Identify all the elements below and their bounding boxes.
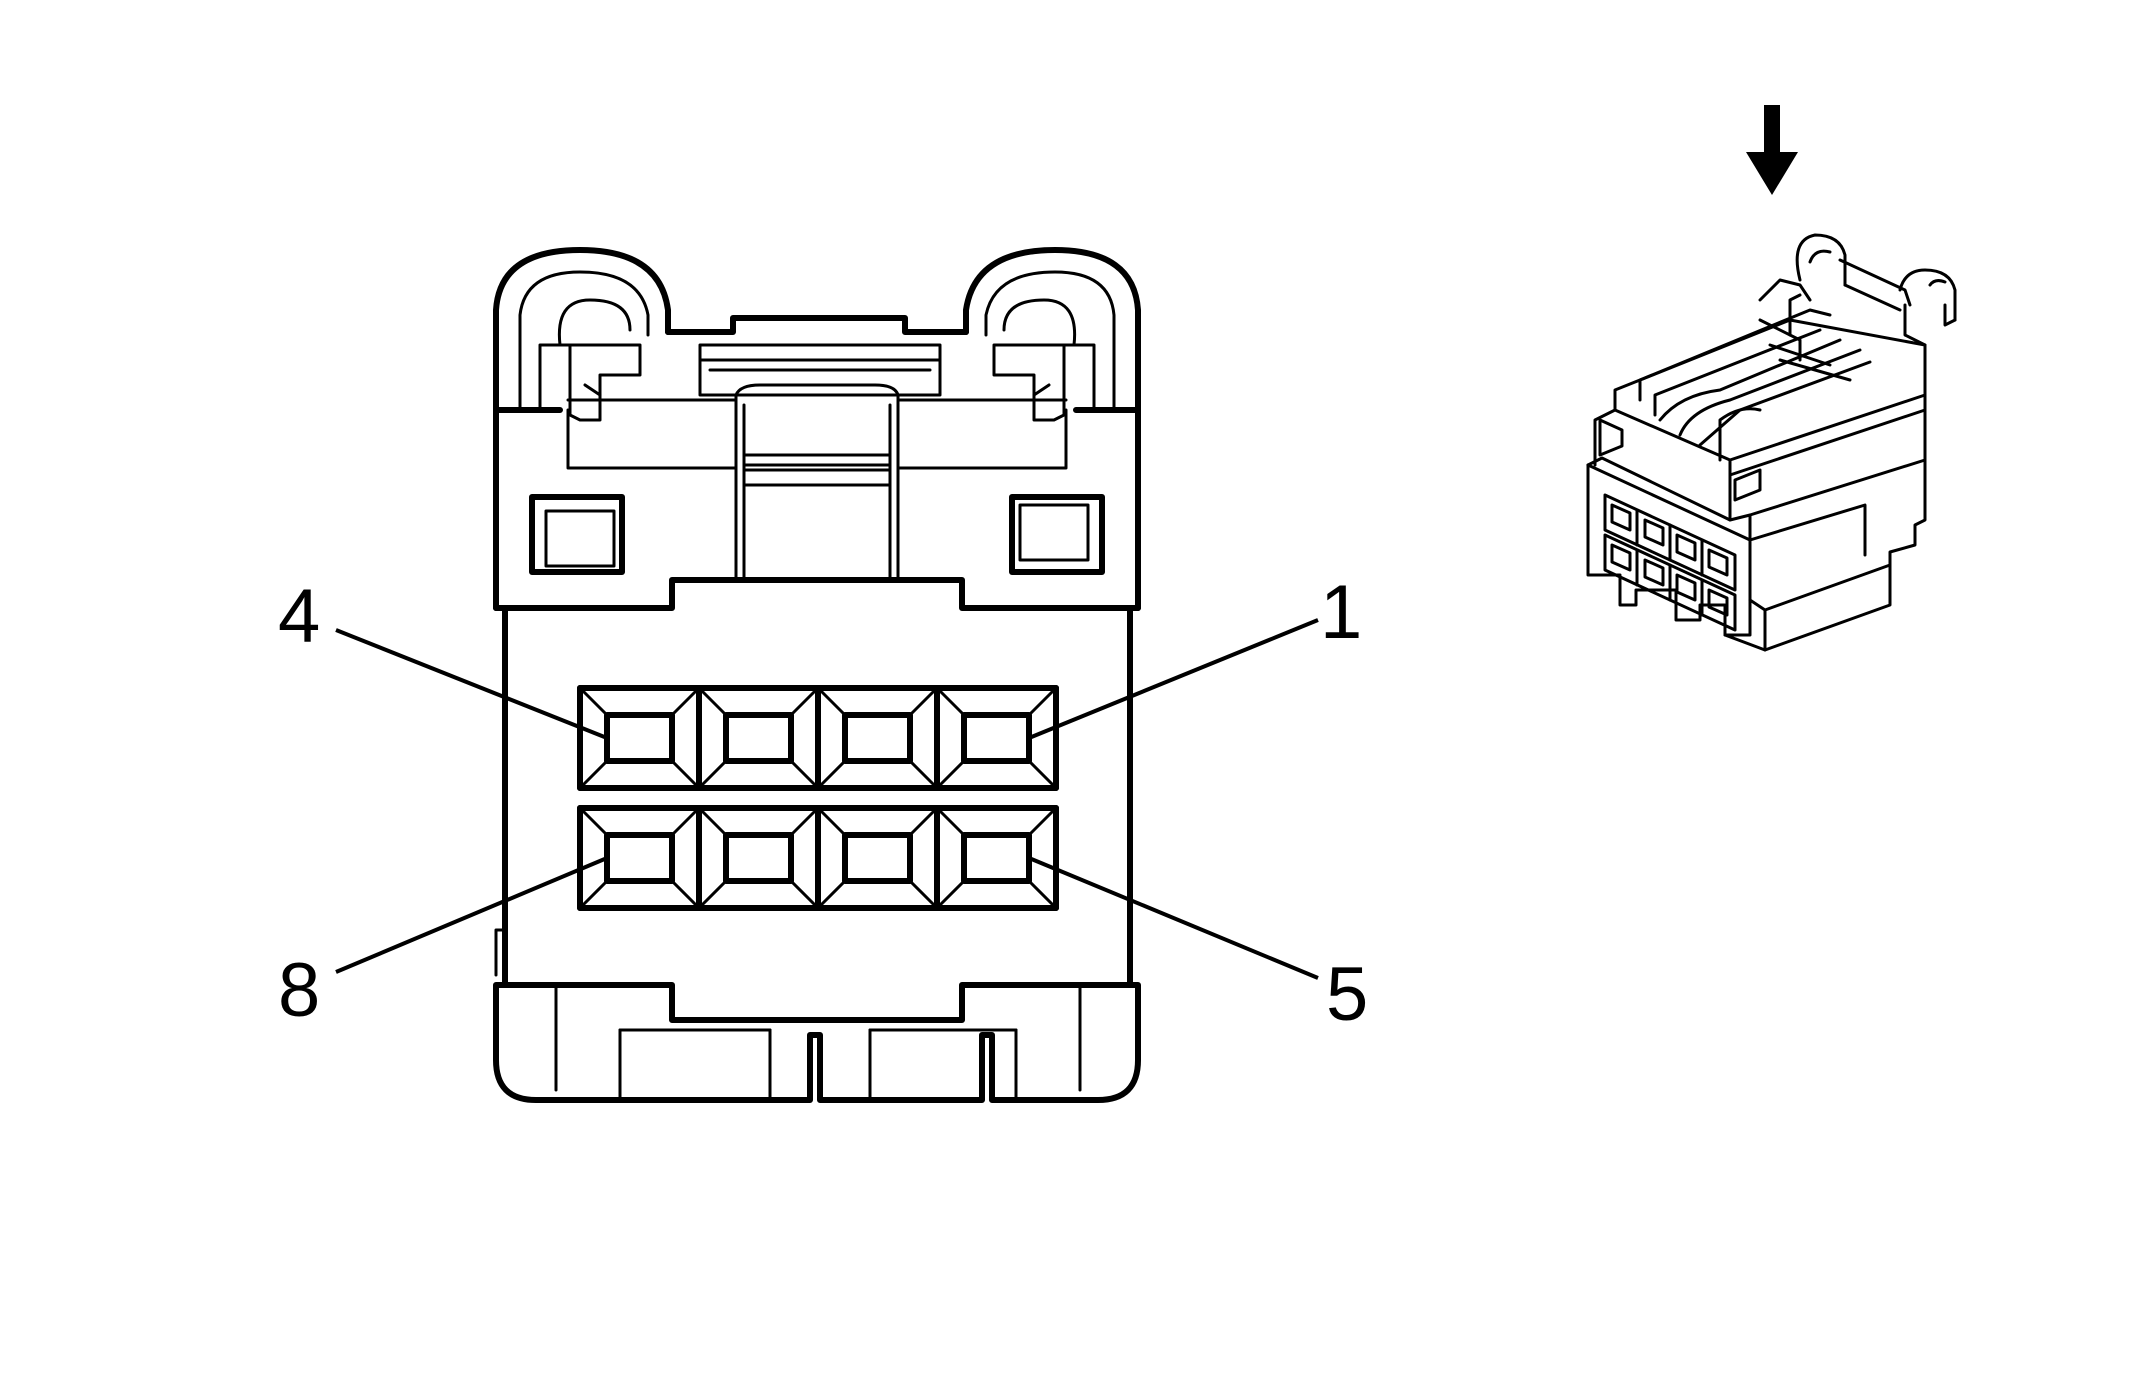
cavity-pin-4 — [577, 685, 702, 791]
left-window-inner — [544, 509, 616, 568]
cavity-pin-6 — [815, 805, 940, 911]
housing-outline — [493, 407, 1141, 1103]
cavity-grid — [577, 685, 1059, 911]
pin-label-1: 1 — [1320, 570, 1362, 655]
leader-line-pin-1 — [1028, 618, 1319, 740]
pin-label-8: 8 — [278, 948, 320, 1033]
cavity-pin-5 — [934, 805, 1059, 911]
leader-line-pin-4 — [335, 628, 608, 740]
cavity-pin-7 — [696, 805, 821, 911]
thumbnail-cavity-grid — [1603, 493, 1737, 632]
left-latch-hook — [538, 298, 642, 422]
lower-base — [494, 928, 1133, 1102]
thumbnail-latch — [1638, 233, 1957, 462]
upper-shoulder — [493, 408, 1141, 611]
cavity-pin-3 — [696, 685, 821, 791]
connector-face-view: 4 1 8 5 — [278, 247, 1368, 1103]
release-tab — [566, 315, 1068, 582]
left-latch-ear — [493, 247, 671, 428]
left-window — [529, 494, 625, 575]
left-latch-ear-inner — [518, 270, 650, 412]
down-arrow-icon — [1746, 105, 1798, 195]
right-window-inner — [1018, 503, 1090, 562]
connector-thumbnail — [1586, 105, 1957, 652]
right-latch-hook — [992, 298, 1096, 422]
leader-line-pin-8 — [335, 856, 608, 974]
right-latch-ear — [963, 247, 1141, 428]
right-window — [1009, 494, 1105, 575]
cavity-pin-2 — [815, 685, 940, 791]
cavity-pin-1 — [934, 685, 1059, 791]
leader-line-pin-5 — [1028, 856, 1319, 980]
right-latch-ear-inner — [984, 270, 1116, 412]
pin-label-5: 5 — [1326, 952, 1368, 1037]
pin-label-4: 4 — [278, 574, 320, 659]
cavity-pin-8 — [577, 805, 702, 911]
